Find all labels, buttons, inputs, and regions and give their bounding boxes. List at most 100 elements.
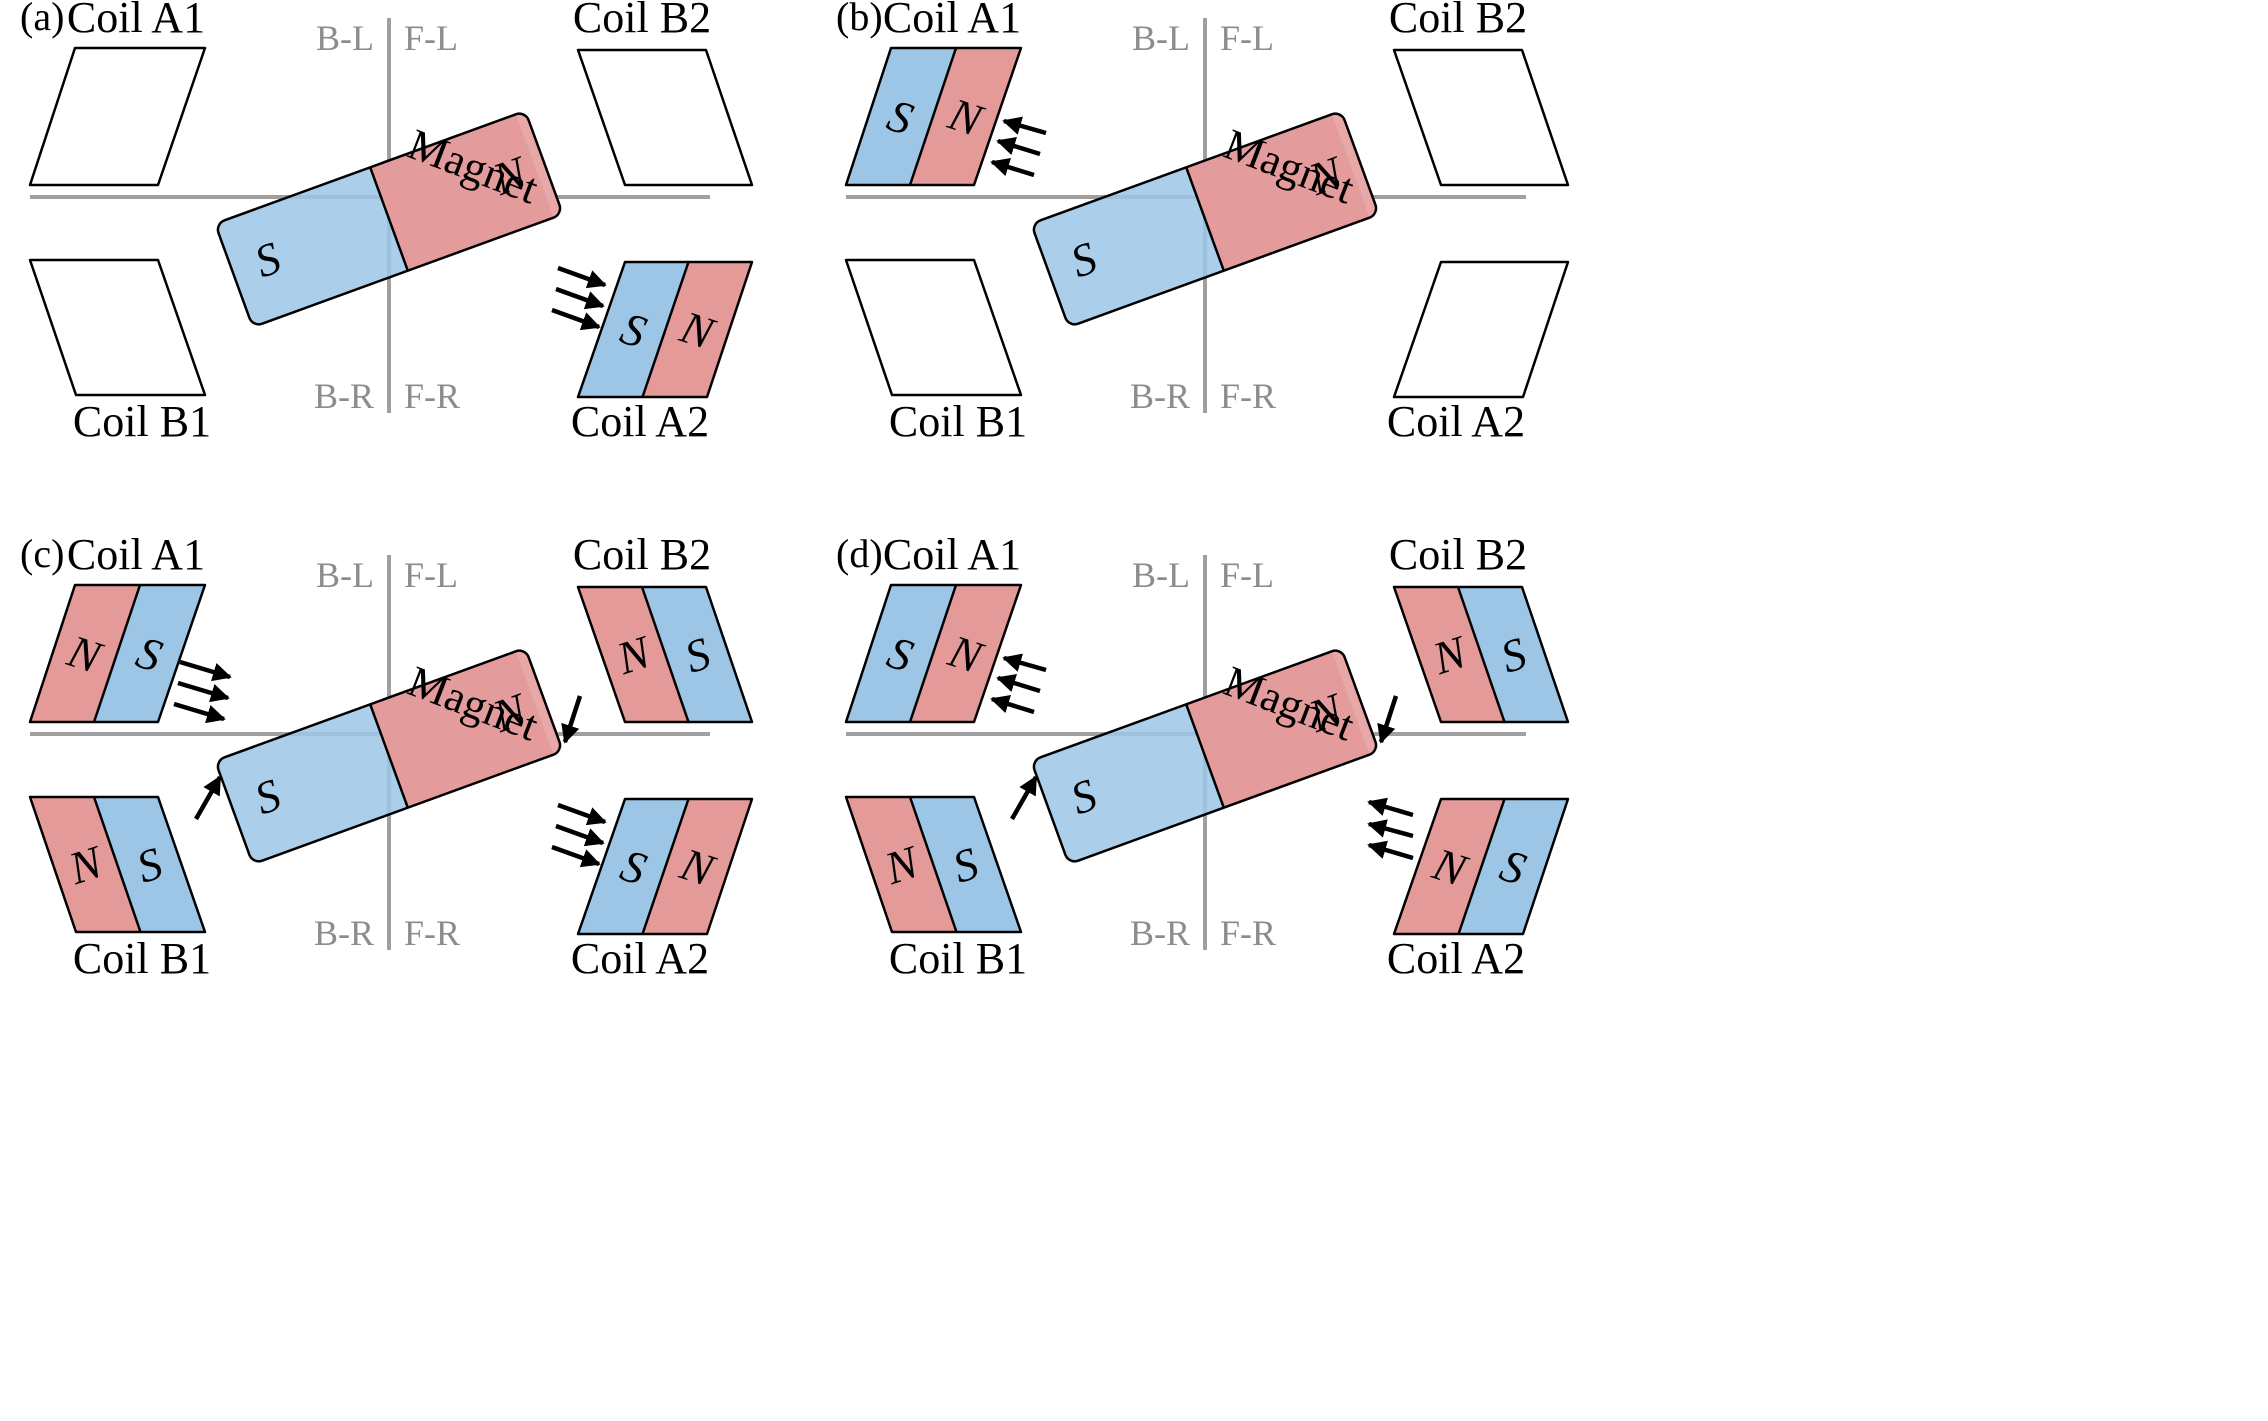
coil-b2-body <box>576 585 754 724</box>
coil-a1-body <box>28 583 207 724</box>
coil-a2-label: Coil A2 <box>571 397 709 446</box>
coil-b1: Coil B1 <box>844 258 1027 446</box>
force-arrow-repel-a1-2 <box>996 137 1041 157</box>
coil-a2-right-pole <box>642 262 752 397</box>
coil-b2-divider <box>1456 586 1506 723</box>
coil-a2-left-pole <box>578 799 689 934</box>
coil-b1-body <box>844 795 1023 934</box>
coil-a2-body <box>1392 797 1570 936</box>
magnet: SN <box>216 110 563 326</box>
coil-a1-label: Coil A1 <box>67 530 205 579</box>
coil-b2-body <box>576 48 754 187</box>
coil-b1-left-pole <box>846 797 957 932</box>
coil-a2-left-pole <box>1394 799 1505 934</box>
magnet-divider <box>369 166 409 272</box>
coil-b2-label: Coil B2 <box>1389 530 1527 579</box>
quadrant-label-front-right: F-R <box>404 376 460 416</box>
quadrant-label-back-left: B-L <box>1132 18 1190 58</box>
force-arrow-attract-a2-3 <box>551 844 601 868</box>
force-arrow-attract-a2-2 <box>555 823 605 847</box>
coil-a1-body <box>844 46 1023 187</box>
coil-a1-left-pole <box>30 585 140 722</box>
coil-a1-body <box>844 583 1023 724</box>
coil-b1-label: Coil B1 <box>73 397 211 446</box>
coil-a1-right-pole <box>94 585 205 722</box>
coil-b1-body <box>28 258 207 397</box>
coil-b1: Coil B1 <box>28 258 211 446</box>
coil-a2-body <box>576 260 754 399</box>
magnet: SN <box>1032 647 1379 863</box>
coil-a1-left-pole <box>846 48 956 185</box>
coil-b1-label: Coil B1 <box>889 397 1027 446</box>
quadrant-label-front-left: F-L <box>404 18 458 58</box>
coil-b1-divider <box>92 796 142 933</box>
coil-a2-right-pole <box>642 799 752 934</box>
coil-b2-right-pole <box>642 587 752 722</box>
coil-a1-left-pole <box>846 585 956 722</box>
coil-a2-label: Coil A2 <box>571 934 709 983</box>
coil-a2: Coil A2 <box>1387 260 1570 446</box>
quadrant-label-back-left: B-L <box>1132 555 1190 595</box>
force-arrow-repel-a1-2 <box>177 680 230 703</box>
coil-b2-body <box>1392 585 1570 724</box>
quadrant-label-front-left: F-L <box>1220 555 1274 595</box>
quadrant-label-front-left: F-L <box>404 555 458 595</box>
coil-a2-divider <box>641 261 690 398</box>
coil-a2-divider <box>641 798 690 935</box>
panel-label: (c) <box>20 531 64 576</box>
coil-b1-right-pole <box>94 797 205 932</box>
coil-b2-label: Coil B2 <box>1389 0 1527 42</box>
force-arrow-attract-a2-1 <box>557 265 607 289</box>
coil-a2-left-pole <box>578 262 689 397</box>
force-arrow-repel-a1-3 <box>173 701 226 724</box>
coil-a2-right-pole <box>1458 799 1568 934</box>
force-arrow-repel-a1-1 <box>1002 653 1047 673</box>
quadrant-label-back-right: B-R <box>1130 376 1190 416</box>
quadrant-label-front-right: F-R <box>1220 376 1276 416</box>
coil-a2-label: Coil A2 <box>1387 397 1525 446</box>
magnet-outline <box>1032 112 1378 326</box>
coil-a2-body <box>1392 260 1570 399</box>
coil-b1-label: Coil B1 <box>73 934 211 983</box>
quadrant-label-back-right: B-R <box>314 913 374 953</box>
force-arrow-push-b1-1 <box>194 775 222 821</box>
coil-b2-left-pole <box>1394 587 1505 722</box>
quadrant-label-front-right: F-R <box>1220 913 1276 953</box>
coil-b1-body <box>28 795 207 934</box>
coil-b1-left-pole <box>30 797 141 932</box>
coil-b2-label: Coil B2 <box>573 0 711 42</box>
force-arrow-repel-a2-1 <box>1367 797 1414 818</box>
force-arrow-attract-a2-3 <box>551 307 601 331</box>
coil-b1-body <box>844 258 1023 397</box>
magnet-divider <box>1185 703 1225 809</box>
force-arrow-attract-a2-2 <box>555 286 605 310</box>
coil-b1-label: Coil B1 <box>889 934 1027 983</box>
force-arrow-attract-a2-1 <box>557 802 607 826</box>
force-arrow-repel-a1-3 <box>990 158 1035 178</box>
coil-b2-left-pole <box>578 587 689 722</box>
magnet: SN <box>1032 110 1379 326</box>
quadrant-label-front-left: F-L <box>1220 18 1274 58</box>
force-arrow-repel-a1-1 <box>1002 116 1047 136</box>
coil-b1-right-pole <box>910 797 1021 932</box>
coil-b2: Coil B2 <box>573 0 754 187</box>
force-arrow-repel-a1-2 <box>996 674 1041 694</box>
quadrant-label-back-left: B-L <box>316 18 374 58</box>
coil-b2-divider <box>640 586 690 723</box>
coil-a1-label: Coil A1 <box>883 0 1021 42</box>
coil-b1-divider <box>908 796 958 933</box>
